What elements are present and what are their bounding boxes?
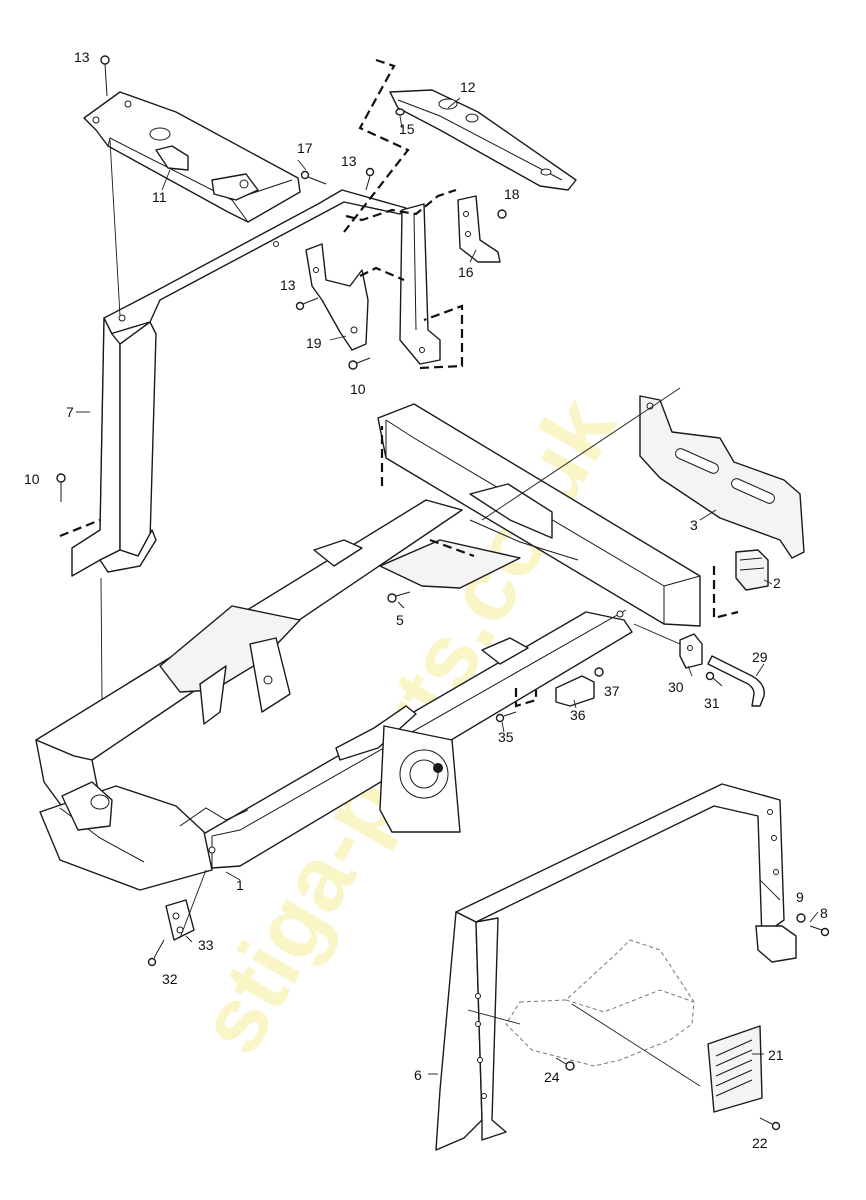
callout-13c: 13 [280, 277, 296, 293]
callout-13b: 13 [341, 153, 357, 169]
callout-37: 37 [604, 683, 620, 699]
callout-32: 32 [162, 971, 178, 987]
part-33-spacer [165, 899, 195, 941]
part-21-grille [707, 1025, 763, 1113]
callout-5: 5 [396, 612, 404, 628]
part-11-bracket [83, 91, 301, 223]
washer-9 [796, 913, 806, 923]
callout-12: 12 [460, 79, 476, 95]
callout-16: 16 [458, 264, 474, 280]
fasteners [56, 55, 830, 1131]
part-29-handle [707, 655, 765, 707]
callout-15: 15 [399, 121, 415, 137]
bolt-31 [705, 671, 723, 687]
callout-10b: 10 [24, 471, 40, 487]
callout-10a: 10 [350, 381, 366, 397]
callout-36: 36 [570, 707, 586, 723]
leader-lines [76, 97, 819, 1075]
bolt-13b [365, 167, 375, 191]
assembly-lines [59, 58, 739, 708]
washer-37 [594, 667, 604, 677]
part-1-chassis [35, 403, 701, 891]
callout-2: 2 [773, 575, 781, 591]
callout-9: 9 [796, 889, 804, 905]
callout-22: 22 [752, 1135, 768, 1151]
callout-8: 8 [820, 905, 828, 921]
callout-24: 24 [544, 1069, 560, 1085]
nut-18 [497, 209, 507, 219]
callout-7: 7 [66, 404, 74, 420]
part-16-bracket [457, 195, 501, 263]
bolt-35 [495, 711, 517, 723]
part-36-bracket [555, 675, 595, 707]
bolt-10a [348, 357, 371, 370]
callout-17: 17 [297, 140, 313, 156]
bolt-8 [809, 925, 830, 937]
nut-15 [395, 108, 405, 116]
hidden-shield [505, 939, 695, 1067]
part-3-cover [639, 395, 805, 559]
bolt-22 [759, 1117, 781, 1131]
callout-31: 31 [704, 695, 720, 711]
callout-11: 11 [152, 189, 167, 205]
callouts: 1 2 3 5 6 7 8 9 10 10 11 12 13 13 13 15 … [24, 49, 828, 1151]
callout-29: 29 [752, 649, 768, 665]
callout-19: 19 [306, 335, 322, 351]
part-12-plate [389, 89, 577, 191]
callout-1: 1 [236, 877, 244, 893]
callout-33: 33 [198, 937, 214, 953]
bolt-13a [100, 55, 110, 97]
part-30-clip [679, 633, 703, 669]
callout-13a: 13 [74, 49, 90, 65]
part-19-bracket [305, 243, 369, 351]
bolt-32 [147, 939, 165, 967]
bolt-13c [295, 297, 319, 311]
bolt-10b [56, 473, 66, 502]
bolt-5 [387, 591, 411, 603]
callout-18: 18 [504, 186, 520, 202]
callout-6: 6 [414, 1067, 422, 1083]
bolt-17 [300, 170, 327, 185]
callout-3: 3 [690, 517, 698, 533]
bolt-24 [555, 1057, 575, 1071]
callout-21: 21 [768, 1047, 784, 1063]
part-2-endcap [735, 549, 769, 591]
callout-30: 30 [668, 679, 684, 695]
part-6-frame [435, 783, 797, 1151]
alignment-lines [100, 139, 781, 1087]
part-7-frame [71, 189, 441, 577]
callout-35: 35 [498, 729, 514, 745]
